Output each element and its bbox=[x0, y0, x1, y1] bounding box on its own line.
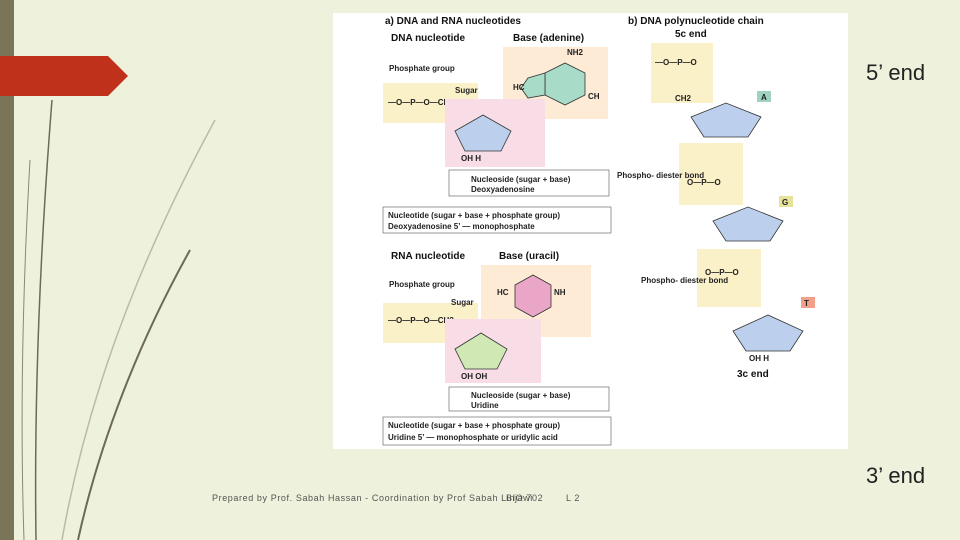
rna-nucleotide-title: RNA nucleotide bbox=[391, 251, 466, 262]
svg-text:—O—P—O—CH2: —O—P—O—CH2 bbox=[388, 98, 454, 107]
sugar-label-rna: Sugar bbox=[451, 298, 474, 307]
chain-phosphate-1 bbox=[651, 43, 713, 103]
base-uracil-title: Base (uracil) bbox=[499, 251, 559, 262]
left-accent-bar bbox=[0, 0, 14, 540]
nucleotide-figure: a) DNA and RNA nucleotides b) DNA polynu… bbox=[333, 13, 848, 449]
uridine-mp-label: Uridine 5’ — monophosphate or uridylic a… bbox=[388, 433, 558, 442]
svg-text:HC: HC bbox=[497, 288, 509, 297]
ribose-ring bbox=[454, 332, 508, 370]
nucleoside-rna-label: Nucleoside (sugar + base) bbox=[471, 391, 571, 400]
panel-a-title: a) DNA and RNA nucleotides bbox=[385, 16, 521, 27]
footer-lecture: L 2 bbox=[566, 493, 580, 503]
chain-sugar-1 bbox=[690, 102, 762, 138]
nucleoside-dna-label: Nucleoside (sugar + base) bbox=[471, 175, 571, 184]
five-prime-end-label: 5’ end bbox=[866, 60, 926, 85]
deoxyadenosine-mp-label: Deoxyadenosine 5’ — monophosphate bbox=[388, 222, 535, 231]
sugar-label-dna: Sugar bbox=[455, 86, 478, 95]
svg-text:NH2: NH2 bbox=[567, 48, 584, 57]
red-arrow-shape bbox=[0, 56, 128, 96]
chain-phosphate-2 bbox=[679, 143, 743, 205]
nucleotide-dna-label: Nucleotide (sugar + base + phosphate gro… bbox=[388, 211, 560, 220]
deoxyribose-ring bbox=[454, 114, 512, 152]
svg-text:CH2: CH2 bbox=[675, 94, 692, 103]
svg-text:HC: HC bbox=[513, 83, 525, 92]
base-a-box bbox=[757, 91, 771, 102]
nucleotide-rna-label: Nucleotide (sugar + base + phosphate gro… bbox=[388, 421, 560, 430]
svg-text:O—P—O: O—P—O bbox=[705, 268, 739, 277]
adenine-ring-small bbox=[520, 72, 546, 99]
footer-credit: Prepared by Prof. Sabah Hassan - Coordin… bbox=[212, 493, 533, 503]
uridine-label: Uridine bbox=[471, 401, 499, 410]
decorative-lines bbox=[21, 99, 216, 540]
svg-text:NH: NH bbox=[554, 288, 566, 297]
three-end-small-label: 3c end bbox=[737, 369, 769, 380]
svg-text:—O—P—O: —O—P—O bbox=[655, 58, 697, 67]
base-a-label: A bbox=[761, 93, 767, 102]
base-t-label: T bbox=[804, 299, 809, 308]
svg-text:OH H: OH H bbox=[749, 354, 769, 363]
svg-text:CH: CH bbox=[588, 92, 600, 101]
chain-sugar-3 bbox=[732, 314, 804, 352]
footer-course: BIO 702 bbox=[506, 493, 544, 503]
dna-nucleotide-title: DNA nucleotide bbox=[391, 33, 466, 44]
five-end-small-label: 5c end bbox=[675, 29, 707, 40]
base-g-box bbox=[779, 196, 793, 207]
phosphodiester-label-2: Phospho- diester bond bbox=[641, 276, 728, 285]
uracil-ring bbox=[514, 274, 552, 318]
svg-text:OH OH: OH OH bbox=[461, 372, 487, 381]
base-adenine-title: Base (adenine) bbox=[513, 33, 584, 44]
svg-text:OH H: OH H bbox=[461, 154, 481, 163]
phosphate-group-label-rna: Phosphate group bbox=[389, 280, 455, 289]
chain-sugar-2 bbox=[712, 206, 784, 242]
deoxyadenosine-label: Deoxyadenosine bbox=[471, 185, 535, 194]
panel-b-title: b) DNA polynucleotide chain bbox=[628, 16, 764, 27]
phosphodiester-label-1: Phospho- diester bond bbox=[617, 171, 704, 180]
base-g-label: G bbox=[782, 198, 788, 207]
phosphate-group-label: Phosphate group bbox=[389, 64, 455, 73]
svg-text:O—P—O: O—P—O bbox=[687, 178, 721, 187]
base-t-box bbox=[801, 297, 815, 308]
svg-text:—O—P—O—CH2: —O—P—O—CH2 bbox=[388, 316, 454, 325]
three-prime-end-label: 3’ end bbox=[866, 463, 926, 488]
chain-phosphate-3 bbox=[697, 249, 761, 307]
